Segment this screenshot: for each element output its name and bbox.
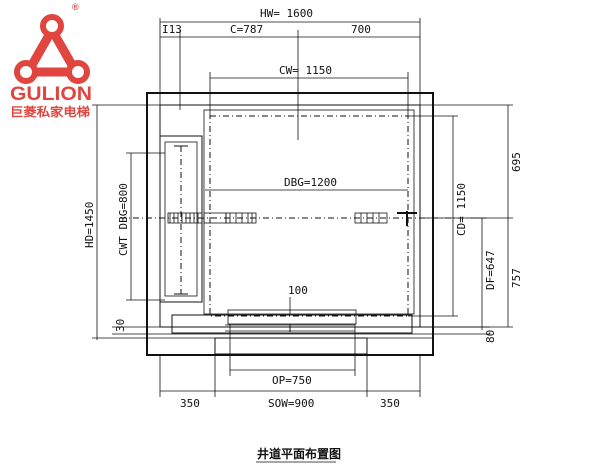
c-label: C=787 — [230, 23, 263, 36]
df-label: DF=647 — [484, 250, 497, 290]
counterweight-frame — [159, 135, 203, 303]
dim-695-label: 695 — [510, 152, 523, 172]
registered-mark: ® — [72, 2, 79, 12]
cw-label: CW= 1150 — [279, 64, 332, 77]
i13-label: I13 — [162, 23, 182, 36]
logo-emblem-icon — [14, 14, 90, 84]
brand-name: GULION — [10, 84, 92, 105]
cd-label: CD= 1150 — [455, 183, 468, 236]
right-350-label: 350 — [380, 397, 400, 410]
sow-label: SOW=900 — [268, 397, 314, 410]
dim-30-label: 30 — [114, 319, 127, 332]
cwt-dbg-label: CWT DBG=800 — [117, 183, 130, 256]
hw-label: HW= 1600 — [260, 7, 313, 20]
dim-757-label: 757 — [510, 268, 523, 288]
dim-100-label: 100 — [288, 284, 308, 297]
brand-tagline: 巨菱私家电梯 — [10, 104, 90, 119]
dbg-label: DBG=1200 — [284, 176, 337, 189]
hd-label: HD=1450 — [83, 202, 96, 248]
dimension-labels: HW= 1600 I13 C=787 700 CW= 1150 DBG=1200… — [83, 7, 523, 410]
gulion-logo: ® GULION 巨菱私家电梯 — [10, 2, 92, 119]
door-entrance — [171, 309, 413, 355]
drawing-caption: 井道平面布置图 — [257, 446, 341, 461]
dim-80-label: 80 — [484, 330, 497, 343]
rail-centerline — [120, 211, 470, 226]
left-350-label: 350 — [180, 397, 200, 410]
dimension-lines — [92, 18, 513, 463]
op-label: OP=750 — [272, 374, 312, 387]
rail-offset-label: 700 — [351, 23, 371, 36]
